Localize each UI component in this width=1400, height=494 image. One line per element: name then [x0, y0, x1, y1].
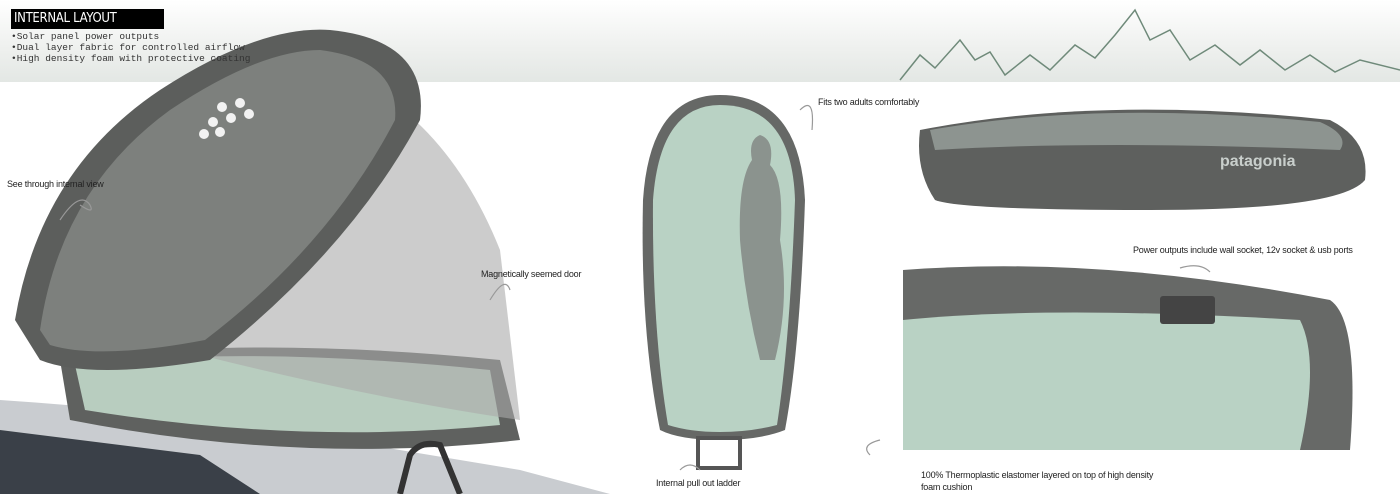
page-title: INTERNAL LAYOUT [11, 9, 164, 29]
feature-list: •Solar panel power outputs •Dual layer f… [11, 31, 250, 64]
annotation-fits: Fits two adults comfortably [818, 97, 920, 107]
feature-item: •High density foam with protective coati… [11, 53, 251, 64]
annotation-material: 100% Thermoplastic elastomer layered on … [921, 469, 1153, 493]
feature-item: •Solar panel power outputs [11, 31, 160, 42]
annotation-door: Magnetically seemed door [481, 269, 582, 279]
annotation-ladder: Internal pull out ladder [656, 478, 741, 488]
mountain-silhouette [899, 8, 1400, 81]
power-outlets-panel [1160, 296, 1215, 324]
closed-box-dome [930, 112, 1343, 150]
solar-hex-icons [199, 98, 254, 139]
interior-foam [903, 312, 1310, 450]
tent-lid-inner [40, 50, 396, 352]
ladder [397, 440, 463, 494]
annotation-material-line: 100% Thermoplastic elastomer layered on … [921, 470, 1154, 480]
brand-logo: patagonia [1220, 153, 1296, 170]
car-window [0, 430, 260, 494]
annotation-power: Power outputs include wall socket, 12v s… [1133, 245, 1353, 255]
pull-out-ladder [696, 436, 742, 470]
annotation-see-through: See through internal view [7, 179, 104, 189]
person-silhouette [739, 135, 784, 360]
annotation-material-line: foam cushion [921, 482, 973, 492]
feature-item: •Dual layer fabric for controlled airflo… [11, 42, 245, 53]
